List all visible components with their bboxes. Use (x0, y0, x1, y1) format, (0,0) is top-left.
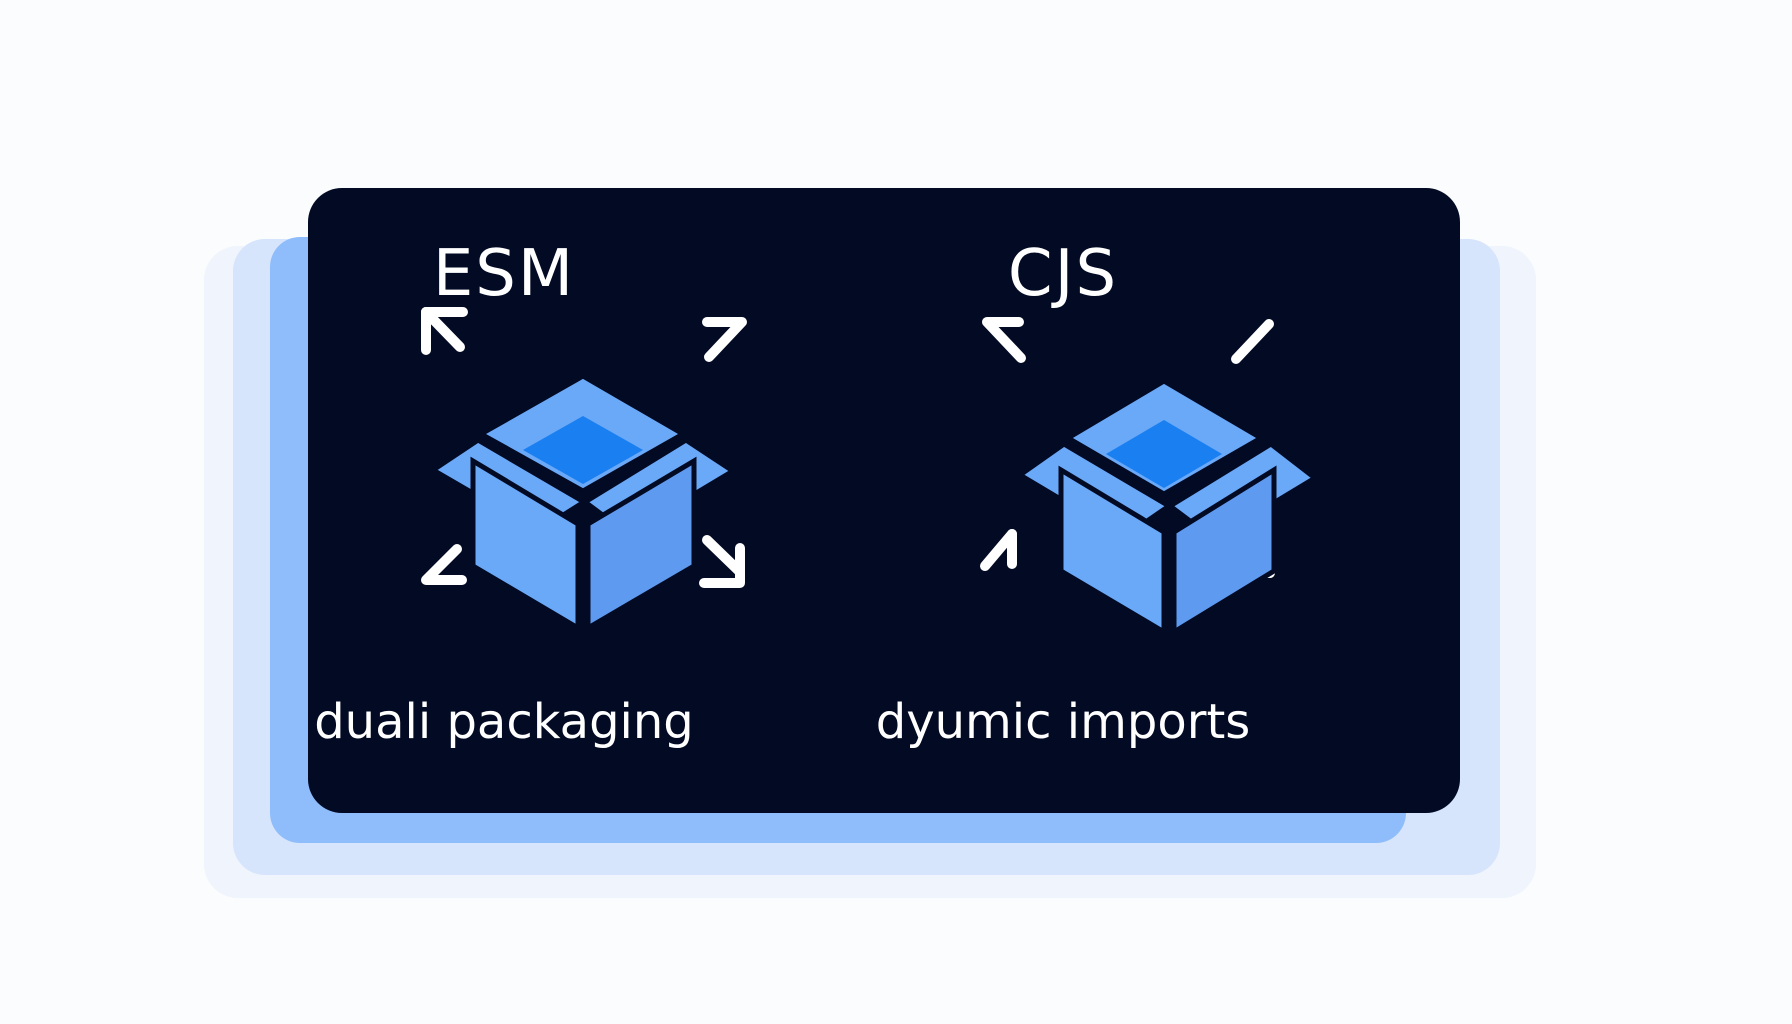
cjs-caption: dyumic imports (875, 694, 1251, 750)
arrow-down-left-icon (421, 544, 467, 585)
cjs-title: CJS (1007, 237, 1119, 311)
arrow-down-left-icon (980, 529, 1017, 571)
arrow-down-right-icon (699, 535, 745, 588)
arrow-up-right-icon (1231, 319, 1274, 364)
open-box-icon (428, 373, 738, 633)
esm-box-illustration (421, 307, 747, 633)
arrow-up-left-icon (421, 307, 468, 355)
open-box-icon (1015, 378, 1320, 637)
cjs-box-illustration (980, 317, 1320, 637)
esm-title: ESM (432, 237, 576, 311)
esm-panel: ESM (308, 188, 884, 813)
esm-caption: duali packaging (314, 694, 694, 750)
module-format-card: ESM (308, 188, 1460, 813)
cjs-panel: CJS (876, 188, 1460, 813)
arrow-up-right-icon (702, 317, 747, 362)
arrow-up-left-icon (982, 317, 1026, 363)
